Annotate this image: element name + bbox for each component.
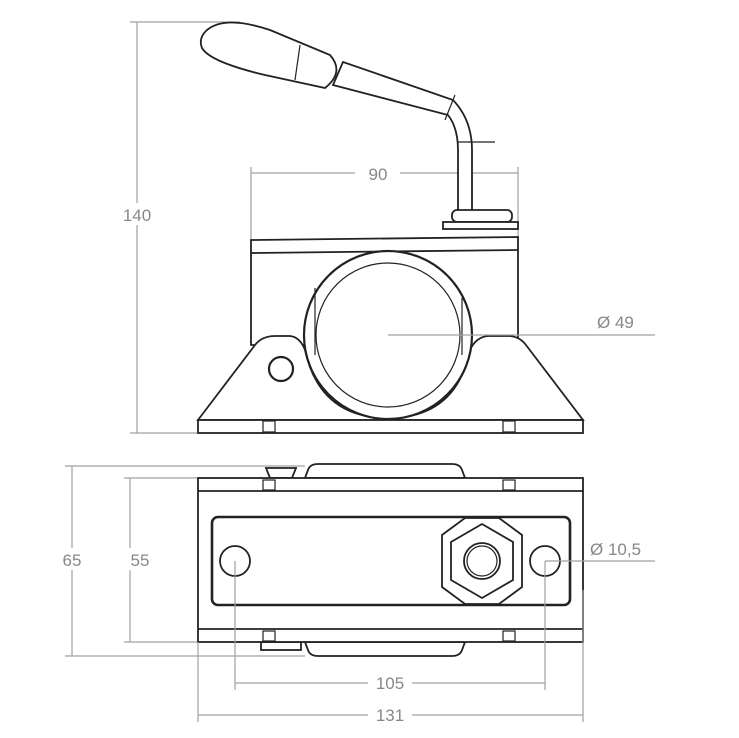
clamp-handle: [199, 21, 519, 230]
dimension-90: 90: [250, 162, 519, 240]
handle-grip: [199, 21, 338, 89]
inner-depth-label: 55: [131, 551, 150, 570]
dimension-65: 65: [52, 465, 305, 657]
dimension-55: 55: [120, 477, 198, 643]
front-view: 140 90: [115, 21, 655, 434]
locking-pin: [267, 355, 295, 383]
dimension-131: 131: [197, 590, 584, 726]
overall-depth-label: 65: [63, 551, 82, 570]
tube-diameter-label: Ø 49: [597, 313, 634, 332]
width-label: 90: [369, 165, 388, 184]
hole-spacing-label: 105: [376, 674, 404, 693]
dimension-140: 140: [115, 21, 240, 434]
top-view: 65 55 Ø 10: [52, 463, 655, 726]
base-plate: [197, 419, 584, 434]
overall-width-label: 131: [376, 706, 404, 725]
dimension-105: 105: [234, 561, 546, 694]
hole-diameter-label: Ø 10,5: [590, 540, 641, 559]
base-plate-top: [197, 477, 584, 643]
height-label: 140: [123, 206, 151, 225]
nut: [441, 517, 523, 605]
